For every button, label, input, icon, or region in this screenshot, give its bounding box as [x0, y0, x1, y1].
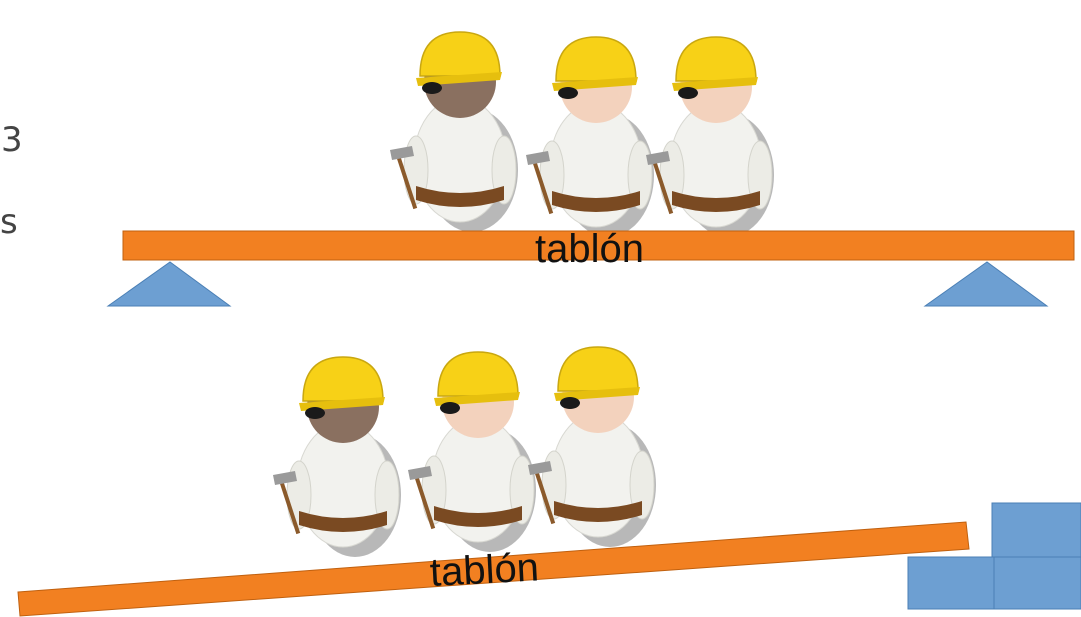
support-triangle-left: [106, 261, 232, 307]
plank-bottom-tilted: [17, 521, 970, 617]
worker-figure: [525, 36, 655, 238]
support-block: [993, 556, 1081, 610]
worker-figure: [527, 346, 657, 548]
support-block: [991, 502, 1081, 558]
worker-figure: [645, 36, 775, 238]
worker-figure: [389, 31, 519, 233]
cropped-edge-letter: s: [0, 202, 18, 242]
plank-label-top: tablón: [535, 227, 644, 271]
top-scene: [106, 31, 1075, 307]
support-triangle-right: [923, 261, 1049, 307]
plank-top: [122, 230, 1075, 261]
worker-figure: [407, 351, 537, 553]
support-block: [907, 556, 995, 610]
plank-label-bottom: tablón: [428, 545, 540, 595]
bottom-scene: [17, 346, 1081, 617]
cropped-edge-digit: 3: [1, 120, 23, 160]
worker-figure: [272, 356, 402, 558]
